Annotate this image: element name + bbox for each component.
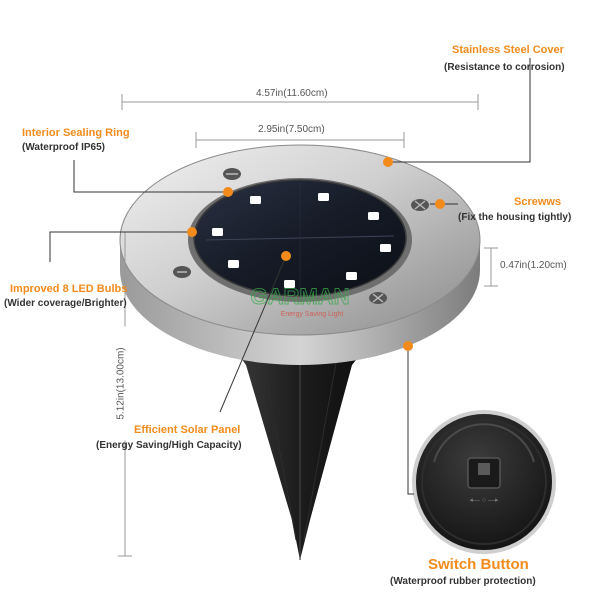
screw-bottom bbox=[369, 292, 387, 304]
led-1 bbox=[250, 196, 261, 204]
led-sub: (Wider coverage/Brighter) bbox=[4, 298, 127, 309]
dim-thickness: 0.47in(1.20cm) bbox=[498, 260, 569, 271]
sealing-title: Interior Sealing Ring bbox=[22, 127, 130, 139]
marker-switch bbox=[403, 341, 413, 351]
led-6 bbox=[284, 280, 295, 288]
watermark: GARMAN Energy Saving Light bbox=[250, 284, 350, 319]
svg-text:◂— ○ —▸: ◂— ○ —▸ bbox=[469, 497, 499, 504]
screw-left bbox=[173, 266, 191, 278]
led-bulbs bbox=[212, 193, 391, 288]
marker-screws bbox=[435, 199, 445, 209]
screws-title: Screwws bbox=[514, 196, 562, 208]
watermark-brand: GARMAN bbox=[251, 284, 350, 309]
marker-sealing bbox=[223, 187, 233, 197]
callout-markers bbox=[187, 157, 445, 351]
led-8 bbox=[212, 228, 223, 236]
led-title: Improved 8 LED Bulbs bbox=[10, 283, 128, 295]
stainless-title: Stainless Steel Cover bbox=[452, 44, 564, 56]
screw-top bbox=[223, 168, 241, 180]
switch-sub: (Waterproof rubber protection) bbox=[390, 576, 536, 587]
ground-spike bbox=[232, 345, 368, 560]
marker-led bbox=[187, 227, 197, 237]
solar-sub: (Energy Saving/High Capacity) bbox=[96, 440, 242, 451]
dim-panel-width: 2.95in(7.50cm) bbox=[256, 124, 327, 135]
watermark-tagline: Energy Saving Light bbox=[281, 311, 344, 318]
solar-title: Efficient Solar Panel bbox=[134, 424, 241, 436]
marker-stainless bbox=[383, 157, 393, 167]
screws-sub: (Fix the housing tightly) bbox=[458, 212, 572, 223]
switch-title: Switch Button bbox=[428, 556, 529, 573]
marker-solar bbox=[281, 251, 291, 261]
stainless-sub: (Resistance to corrosion) bbox=[444, 62, 565, 73]
housing bbox=[119, 144, 481, 365]
leader-lines bbox=[49, 58, 531, 495]
sealing-sub: (Waterproof IP65) bbox=[22, 142, 105, 153]
led-3 bbox=[368, 212, 379, 220]
dim-overall-width: 4.57in(11.60cm) bbox=[254, 88, 330, 99]
led-7 bbox=[228, 260, 239, 268]
led-5 bbox=[346, 272, 357, 280]
dim-total-height: 5.12in(13.00cm) bbox=[115, 326, 127, 441]
led-4 bbox=[380, 244, 391, 252]
switch-inset: ◂— ○ —▸ bbox=[412, 410, 556, 554]
screw-right bbox=[411, 199, 429, 211]
led-2 bbox=[318, 193, 329, 201]
